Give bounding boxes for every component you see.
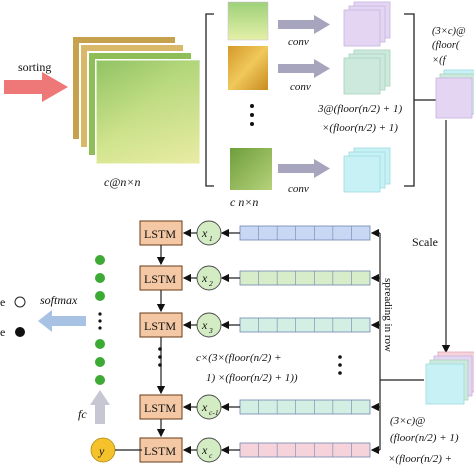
input-label-4: x xyxy=(201,400,208,414)
input-label-3: x xyxy=(201,318,208,332)
lstm-ellipsis xyxy=(158,347,342,375)
conv-label-3: conv xyxy=(288,183,309,195)
lstm-cell-1 xyxy=(139,220,183,246)
row-vector-4 xyxy=(239,399,371,415)
patch-image-1 xyxy=(227,1,269,41)
y-label: y xyxy=(98,444,105,458)
input-label-2: x xyxy=(201,271,208,285)
patch-ellipsis xyxy=(250,104,254,126)
patch-image-c xyxy=(230,148,272,190)
fc-output-dots xyxy=(95,255,105,385)
lstm-cell-3 xyxy=(139,312,183,338)
concat-formula-line3: ×(f xyxy=(432,55,448,66)
row-vectors xyxy=(220,225,380,458)
row-formula-line1: c×(3×(floor(n/2) + xyxy=(196,352,282,364)
conv-label-2: conv xyxy=(290,81,311,93)
lstm-cell-4 xyxy=(139,394,183,420)
conv-label-1: conv xyxy=(288,36,309,48)
row-vector-1 xyxy=(239,225,371,241)
lstm-cell-label-3: LSTM xyxy=(144,319,176,333)
input-label-5: x xyxy=(201,443,208,457)
feature-stack-teal xyxy=(343,49,391,95)
feature-size-formula-line1: 3@(floor(n/2) + 1) xyxy=(317,103,402,115)
patch-size-label: c n×n xyxy=(230,195,258,209)
row-vector-5 xyxy=(239,442,371,458)
image-stack xyxy=(71,35,201,165)
concat-formula-line2: (floor( xyxy=(432,40,461,51)
input-label-1: x xyxy=(201,226,208,240)
row-vector-2 xyxy=(239,270,371,286)
class-label-2: e xyxy=(0,325,5,339)
class-label-1: e xyxy=(0,295,5,309)
lstm-cell-label-1: LSTM xyxy=(144,227,176,241)
concat-formula-line1: (3×c)@ xyxy=(432,26,466,37)
input-subscript-2: 2 xyxy=(209,279,213,288)
feature-stack-cyan xyxy=(343,147,391,193)
conv-arrow-2 xyxy=(278,59,330,78)
input-subscript-1: 1 xyxy=(209,234,213,243)
fc-arrow xyxy=(90,390,110,424)
softmax-label: softmax xyxy=(40,293,78,307)
patch-image-2 xyxy=(228,46,268,90)
row-formula-line2: 1) ×(floor(n/2) + 1)) xyxy=(206,372,298,384)
input-subscript-3: 3 xyxy=(208,326,213,335)
input-subscript-5: c xyxy=(209,451,213,460)
feature-stack-purple xyxy=(343,1,391,47)
stack-size-label: c@n×n xyxy=(104,175,140,189)
lstm-cell-5 xyxy=(139,437,183,463)
lstm-cell-label-4: LSTM xyxy=(144,401,176,415)
concat-bracket xyxy=(404,13,415,187)
class-circle-empty xyxy=(14,296,26,308)
split-bracket xyxy=(205,13,214,187)
lstm-cell-label-2: LSTM xyxy=(144,272,176,286)
fc-label: fc xyxy=(78,407,87,421)
feature-size-formula-line2: ×(floor(n/2) + 1) xyxy=(322,122,398,134)
scaled-formula-line3: ×(floor(n/2) + xyxy=(388,453,452,465)
concat-stack-top xyxy=(435,69,474,119)
spreading-label: spreading in row xyxy=(382,278,394,352)
scaled-formula-line1: (3×c)@ xyxy=(390,415,425,427)
input-subscript-4: c-1 xyxy=(209,408,219,417)
scaled-stack xyxy=(425,351,474,405)
class-circle-filled xyxy=(15,327,25,337)
row-vector-3 xyxy=(239,317,371,333)
scale-label: Scale xyxy=(412,235,438,249)
sorting-label: sorting xyxy=(18,60,51,74)
conv-arrow-1 xyxy=(278,15,330,34)
conv-arrow-3 xyxy=(278,159,330,178)
scaled-formula-line2: (floor(n/2) + 1) xyxy=(390,432,459,444)
lstm-cell-label-5: LSTM xyxy=(144,444,176,458)
softmax-arrow xyxy=(38,310,86,332)
sorting-arrow xyxy=(4,72,68,102)
lstm-cell-2 xyxy=(139,265,183,291)
